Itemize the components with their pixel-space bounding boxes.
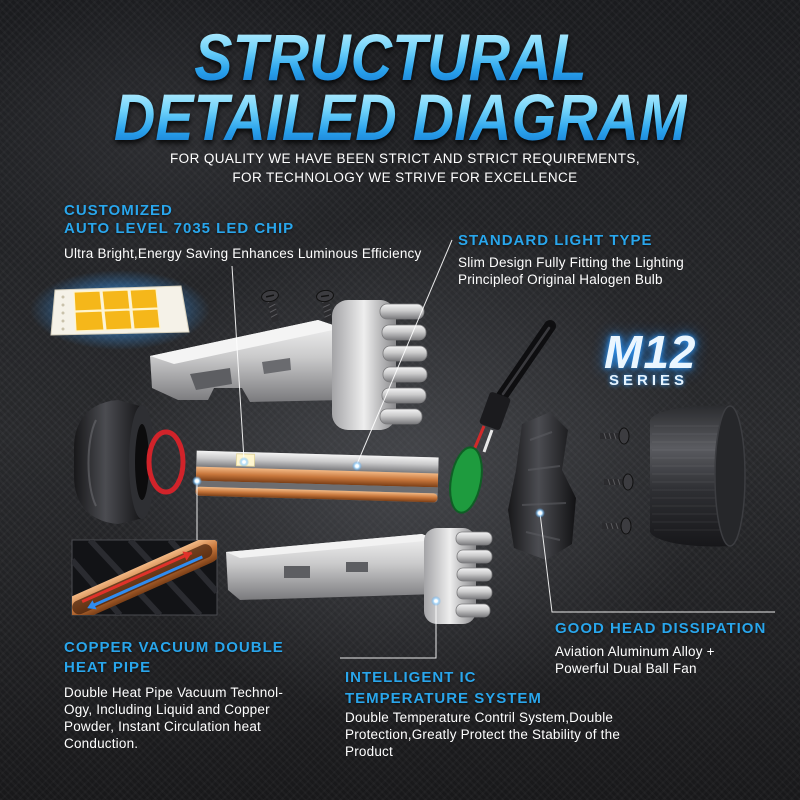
screw-icon xyxy=(316,289,334,323)
callout-dots xyxy=(192,457,545,606)
callout-ic-system-body-line: Double Temperature Contril System,Double xyxy=(345,710,614,725)
callout-ic-system-heading-line-1: INTELLIGENT IC xyxy=(345,669,477,686)
callout-led-chip-body: Ultra Bright,Energy Saving Enhances Lumi… xyxy=(64,245,421,262)
screw-icon xyxy=(261,289,279,323)
title-text-1: STRUCTURAL xyxy=(193,20,587,94)
leader-line-dissipation xyxy=(539,512,775,613)
title-text-2: DETAILED DIAGRAM xyxy=(113,80,687,154)
callout-light-type-body-line: Slim Design Fully Fitting the Lighting xyxy=(458,255,684,270)
upper-heatsink-housing xyxy=(150,300,428,430)
callout-ic-system-heading: INTELLIGENT IC TEMPERATURE SYSTEM xyxy=(345,667,542,709)
o-ring xyxy=(146,429,186,495)
callout-light-type-body: Slim Design Fully Fitting the Lighting P… xyxy=(458,254,684,288)
callout-dissipation-heading: GOOD HEAD DISSIPATION xyxy=(555,620,767,637)
callout-dot xyxy=(192,476,202,486)
callout-dot xyxy=(431,596,441,606)
leader-line-led-chip xyxy=(231,265,245,461)
title-line-2: DETAILED DIAGRAM xyxy=(0,84,800,150)
callout-dissipation-body-line: Powerful Dual Ball Fan xyxy=(555,661,697,676)
callout-heat-pipe-body-line: Conduction. xyxy=(64,736,139,751)
subtitle-line-1: FOR QUALITY WE HAVE BEEN STRICT AND STRI… xyxy=(170,151,640,166)
callout-led-chip-heading-line-1: CUSTOMIZED xyxy=(64,202,173,219)
screw-icon xyxy=(600,427,630,445)
callout-ic-system-heading-line-2: TEMPERATURE SYSTEM xyxy=(345,690,542,707)
callout-dot xyxy=(535,508,545,518)
callout-dot xyxy=(239,457,249,467)
callout-light-type-heading: STANDARD LIGHT TYPE xyxy=(458,232,653,249)
thermal-pad xyxy=(449,446,483,514)
leader-line-light-type xyxy=(356,239,453,465)
callout-dot xyxy=(352,461,362,471)
callout-heat-pipe-body-line: Ogy, Including Liquid and Copper xyxy=(64,702,270,717)
callout-heat-pipe-body-line: Powder, Instant Circulation heat xyxy=(64,719,262,734)
dust-cover-cap xyxy=(650,405,746,547)
screw-icon xyxy=(602,517,632,535)
subtitle-line-2: FOR TECHNOLOGY WE STRIVE FOR EXCELLENCE xyxy=(232,170,578,185)
callout-heat-pipe-heading-line-1: COPPER VACUUM DOUBLE xyxy=(64,639,284,656)
callout-led-chip-heading-line-2: AUTO LEVEL 7035 LED CHIP xyxy=(64,220,295,237)
series-logo-model: M12 xyxy=(604,326,697,378)
lower-heatsink-housing xyxy=(226,528,493,624)
callout-heat-pipe-body: Double Heat Pipe Vacuum Technol- Ogy, In… xyxy=(64,684,283,752)
callout-led-chip-heading: CUSTOMIZED AUTO LEVEL 7035 LED CHIP xyxy=(64,202,294,238)
title-line-1: STRUCTURAL xyxy=(0,24,790,90)
fan-bracket xyxy=(508,412,576,560)
callout-led-chip-body-line: Ultra Bright,Energy Saving Enhances Lumi… xyxy=(64,246,422,261)
bulb-base-adapter xyxy=(74,400,155,524)
callout-ic-system-body: Double Temperature Contril System,Double… xyxy=(345,709,620,760)
series-logo-label: SERIES xyxy=(609,372,689,389)
callout-light-type-body-line: Principleof Original Halogen Bulb xyxy=(458,272,663,287)
callout-ic-system-body-line: Protection,Greatly Protect the Stability… xyxy=(345,727,621,742)
callout-heat-pipe-heading: COPPER VACUUM DOUBLE HEAT PIPE xyxy=(64,638,284,678)
callout-heat-pipe-body-line: Double Heat Pipe Vacuum Technol- xyxy=(64,685,284,700)
heat-pipe-pcb xyxy=(195,450,439,503)
led-chip-icon xyxy=(30,270,210,350)
leader-line-ic-system xyxy=(340,601,437,659)
callout-heat-pipe-heading-line-2: HEAT PIPE xyxy=(64,659,152,676)
callout-ic-system-body-line: Product xyxy=(345,744,393,759)
heat-pipe-cutaway-inset xyxy=(71,539,218,616)
screw-icon xyxy=(604,473,634,491)
callout-dissipation-body-line: Aviation Aluminum Alloy + xyxy=(555,644,715,659)
callout-dissipation-body: Aviation Aluminum Alloy + Powerful Dual … xyxy=(555,643,715,677)
leader-lines xyxy=(196,239,775,659)
power-cable-connector xyxy=(472,320,556,453)
